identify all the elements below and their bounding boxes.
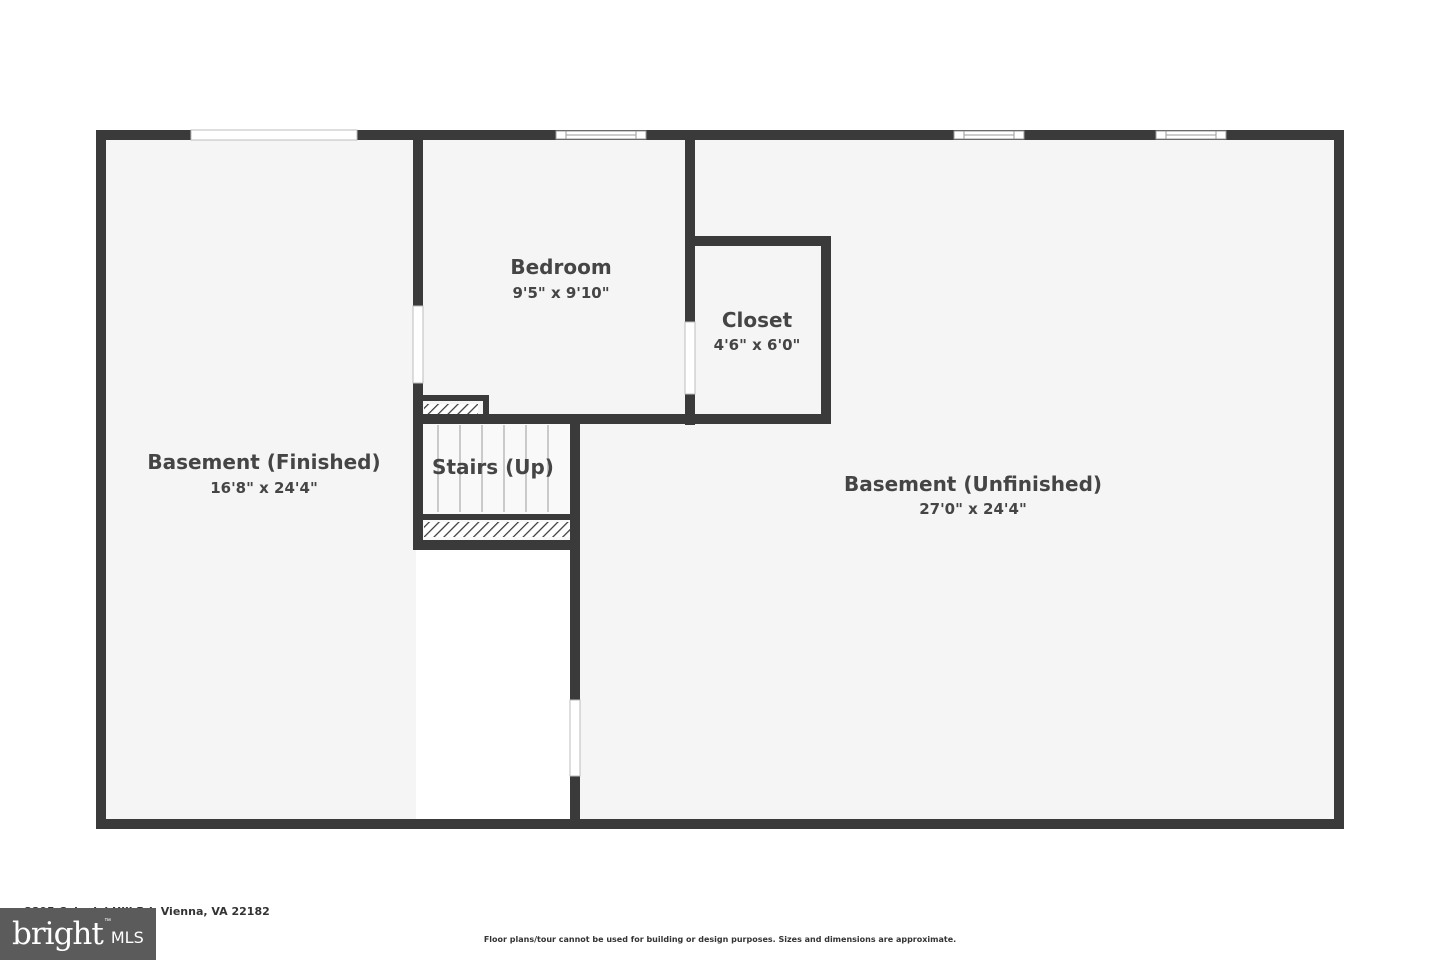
- room-name-bedroom: Bedroom: [510, 255, 611, 279]
- room-name-stairs: Stairs (Up): [432, 455, 554, 479]
- logo-wordmark: bright: [12, 916, 104, 952]
- floor-plan: Basement (Finished) 16'8" x 24'4" Bedroo…: [96, 129, 1344, 829]
- room-dims-bedroom: 9'5" x 9'10": [512, 284, 609, 302]
- bright-mls-logo: bright ™ MLS: [0, 908, 156, 960]
- stair-landing-top: [424, 404, 478, 414]
- room-dims-basement-unfinished: 27'0" x 24'4": [919, 500, 1027, 518]
- logo-mls: MLS: [110, 927, 144, 947]
- room-name-basement-finished: Basement (Finished): [147, 450, 380, 474]
- room-name-closet: Closet: [722, 308, 793, 332]
- windows: [555, 130, 1227, 140]
- walls: [96, 130, 1344, 829]
- room-dims-basement-finished: 16'8" x 24'4": [210, 479, 318, 497]
- stair-treads: [437, 425, 549, 512]
- room-name-basement-unfinished: Basement (Unfinished): [844, 472, 1102, 496]
- floor-basement-unfinished: [576, 136, 1338, 823]
- stair-landing-bottom: [424, 522, 570, 537]
- openings: [190, 129, 696, 777]
- room-dims-closet: 4'6" x 6'0": [714, 336, 801, 354]
- disclaimer: Floor plans/tour cannot be used for buil…: [483, 935, 957, 944]
- logo-trademark: ™: [104, 918, 111, 925]
- floor-basement-finished: [101, 136, 416, 823]
